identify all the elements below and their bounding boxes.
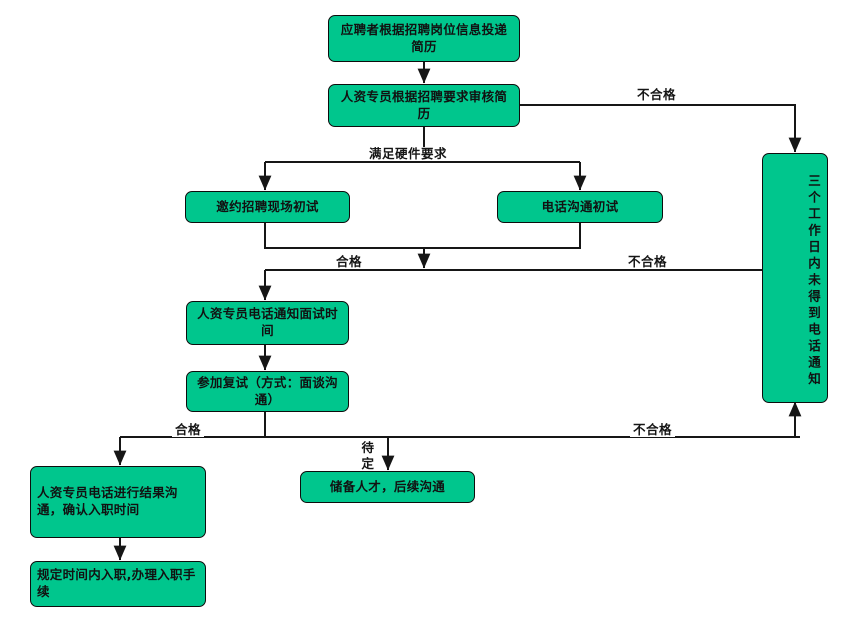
node-second-interview-label: 参加复试（方式：面谈沟通） — [197, 374, 338, 407]
node-apply-label: 应聘者根据招聘岗位信息投递简历 — [340, 21, 508, 54]
node-notify-time-label: 人资专员电话通知面试时间 — [197, 306, 338, 338]
edge-label-qualified-mid: 合格 — [333, 254, 366, 270]
edge-label-qualified-low: 合格 — [172, 422, 205, 438]
edge-label-pending: 待定 — [358, 440, 378, 472]
node-no-reply[interactable]: 三个工作日内未得到电话通知 — [762, 153, 828, 403]
edge-label-unqualified-top: 不合格 — [634, 87, 680, 103]
node-apply[interactable]: 应聘者根据招聘岗位信息投递简历 — [328, 15, 520, 62]
edge-review-to-noreply — [520, 104, 802, 153]
node-phone-interview-label: 电话沟通初试 — [541, 198, 619, 214]
node-second-interview[interactable]: 参加复试（方式：面谈沟通） — [186, 371, 349, 412]
node-onboard-label: 规定时间内入职,办理入职手续 — [37, 567, 196, 599]
node-onsite-interview-label: 邀约招聘现场初试 — [216, 198, 319, 214]
node-no-reply-label: 三个工作日内未得到电话通知 — [806, 173, 821, 389]
edge-merge-interviews — [264, 223, 581, 249]
node-talent-pool[interactable]: 储备人才，后续沟通 — [300, 471, 475, 503]
node-talent-pool-label: 储备人才，后续沟通 — [329, 478, 446, 494]
node-result-confirm-label: 人资专员电话进行结果沟通，确认入职时间 — [37, 485, 178, 517]
node-review-label: 人资专员根据招聘要求审核简历 — [340, 88, 508, 121]
node-phone-interview[interactable]: 电话沟通初试 — [497, 191, 663, 223]
edge-label-meets-hardware: 满足硬件要求 — [366, 146, 451, 162]
node-notify-time[interactable]: 人资专员电话通知面试时间 — [186, 301, 349, 345]
node-review[interactable]: 人资专员根据招聘要求审核简历 — [328, 84, 520, 127]
node-result-confirm[interactable]: 人资专员电话进行结果沟通，确认入职时间 — [30, 466, 206, 538]
edge-label-unqualified-mid: 不合格 — [625, 254, 671, 270]
node-onsite-interview[interactable]: 邀约招聘现场初试 — [185, 191, 350, 223]
node-onboard[interactable]: 规定时间内入职,办理入职手续 — [30, 561, 206, 607]
edge-label-unqualified-low: 不合格 — [630, 422, 676, 438]
